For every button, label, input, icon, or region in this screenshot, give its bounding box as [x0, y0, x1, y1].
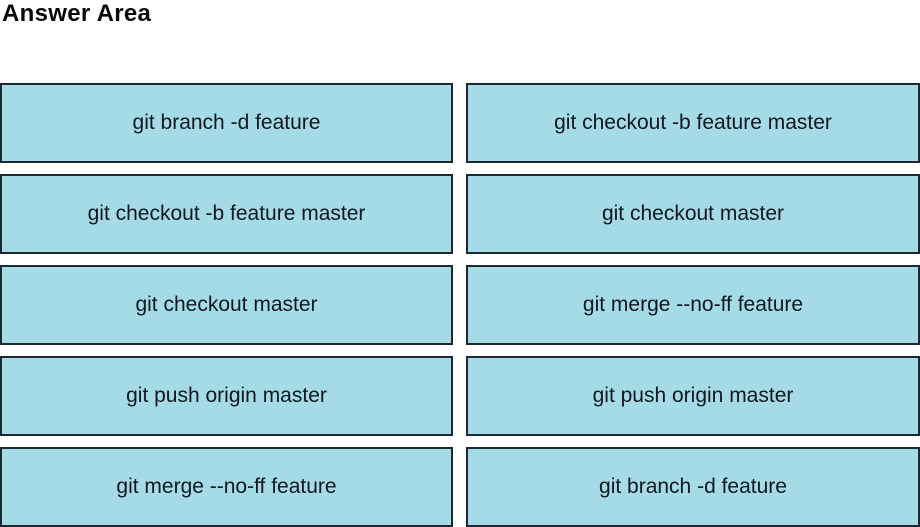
answer-area-title: Answer Area: [2, 0, 152, 27]
command-label: git branch -d feature: [132, 111, 321, 134]
command-label: git checkout -b feature master: [87, 202, 366, 225]
command-label: git merge --no-ff feature: [582, 293, 804, 316]
command-label: git branch -d feature: [599, 475, 787, 498]
left-tile-1[interactable]: git branch -d feature: [0, 83, 453, 163]
command-tiles-grid: git branch -d feature git checkout -b fe…: [0, 83, 920, 527]
right-tile-5[interactable]: git branch -d feature: [466, 447, 920, 527]
command-label: git merge --no-ff feature: [116, 475, 337, 498]
left-tile-4[interactable]: git push origin master: [0, 356, 453, 436]
left-tile-2[interactable]: git checkout -b feature master: [0, 174, 453, 254]
right-tile-3[interactable]: git merge --no-ff feature: [466, 265, 920, 345]
command-label: git push origin master: [126, 384, 327, 407]
command-label: git checkout master: [601, 202, 785, 225]
right-tile-1[interactable]: git checkout -b feature master: [466, 83, 920, 163]
right-tile-2[interactable]: git checkout master: [466, 174, 920, 254]
command-label: git checkout -b feature master: [554, 111, 832, 134]
left-tile-3[interactable]: git checkout master: [0, 265, 453, 345]
right-tile-4[interactable]: git push origin master: [466, 356, 920, 436]
command-label: git push origin master: [592, 384, 794, 407]
command-label: git checkout master: [135, 293, 318, 316]
left-tile-5[interactable]: git merge --no-ff feature: [0, 447, 453, 527]
